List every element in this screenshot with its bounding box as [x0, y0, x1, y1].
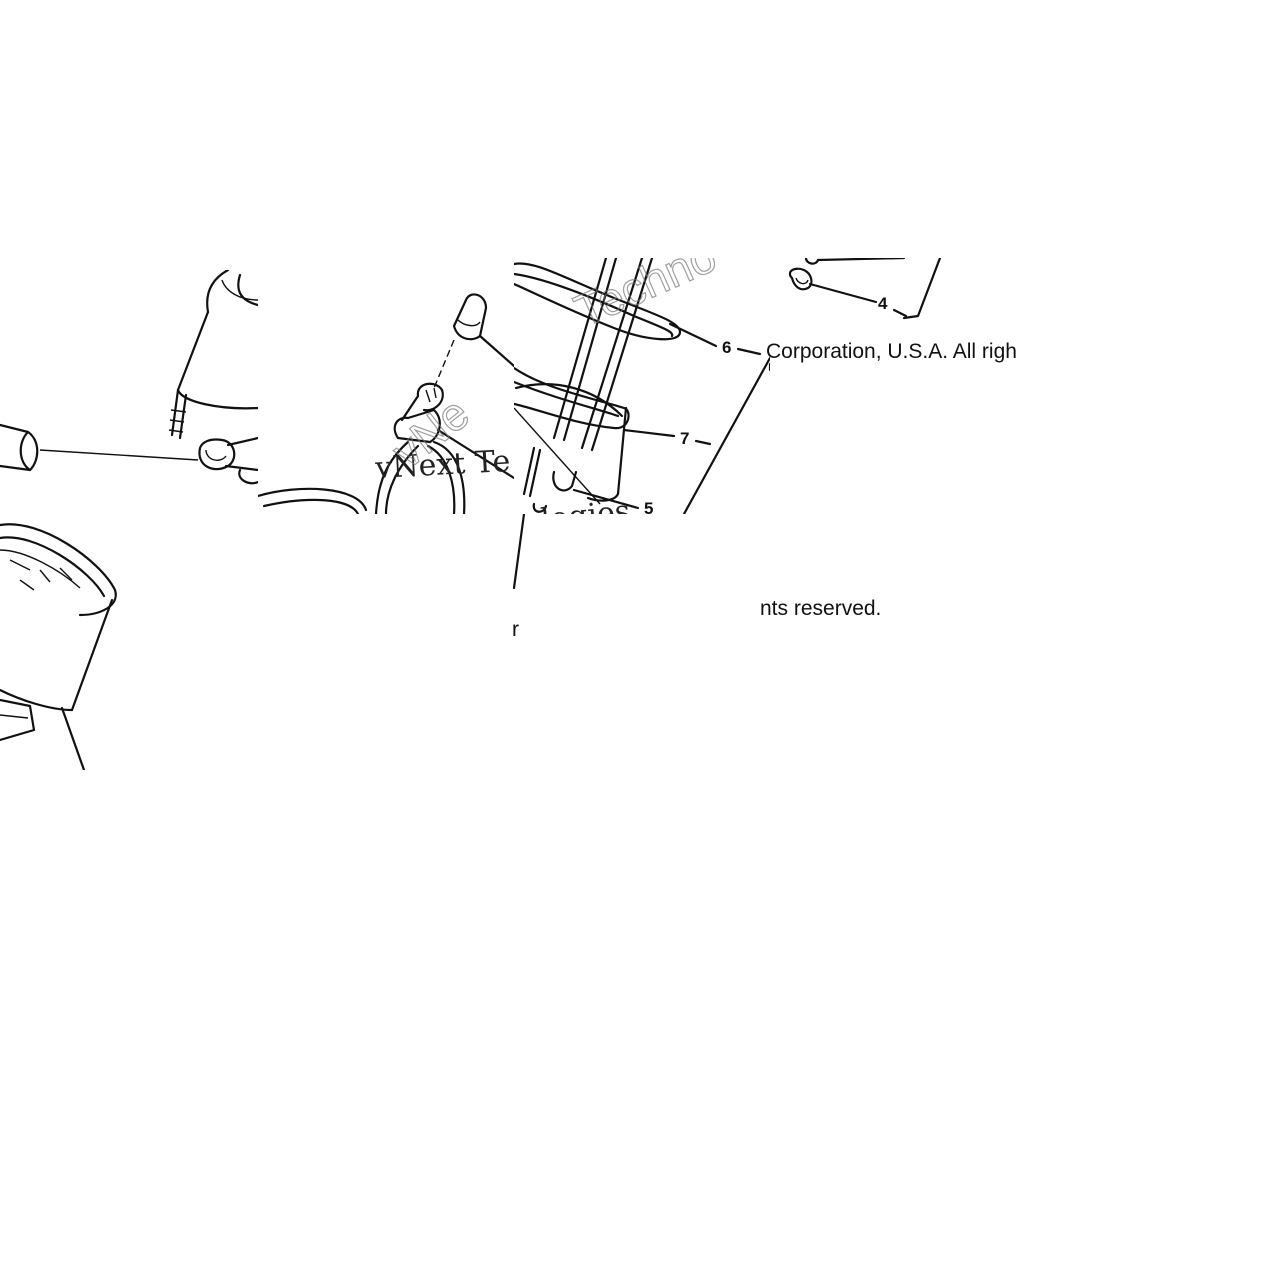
copyright-text-left: Corporation, U.S.A. All righ: [766, 340, 1017, 363]
part-label-6: 6: [722, 338, 731, 357]
part-label-4: 4: [878, 294, 888, 313]
copyright-text-right: nts reserved.: [760, 597, 882, 620]
diagram-tile-top-right: 4: [770, 258, 1026, 322]
watermark-text: vNext Te: [374, 444, 512, 486]
diagram-tile-right: 6 7 5 Techno logies: [514, 258, 770, 514]
leader-tail: [512, 514, 526, 590]
diagram-tile-middle: vNext Te vNe: [258, 270, 514, 514]
watermark-ghost-techno: Techno: [567, 258, 724, 337]
watermark-text-2: logies: [539, 494, 632, 514]
part-label-7: 7: [680, 429, 689, 448]
copyright-fragment: r: [512, 618, 519, 641]
part-label-5: 5: [644, 499, 653, 514]
diagram-tile-left: [0, 270, 258, 770]
